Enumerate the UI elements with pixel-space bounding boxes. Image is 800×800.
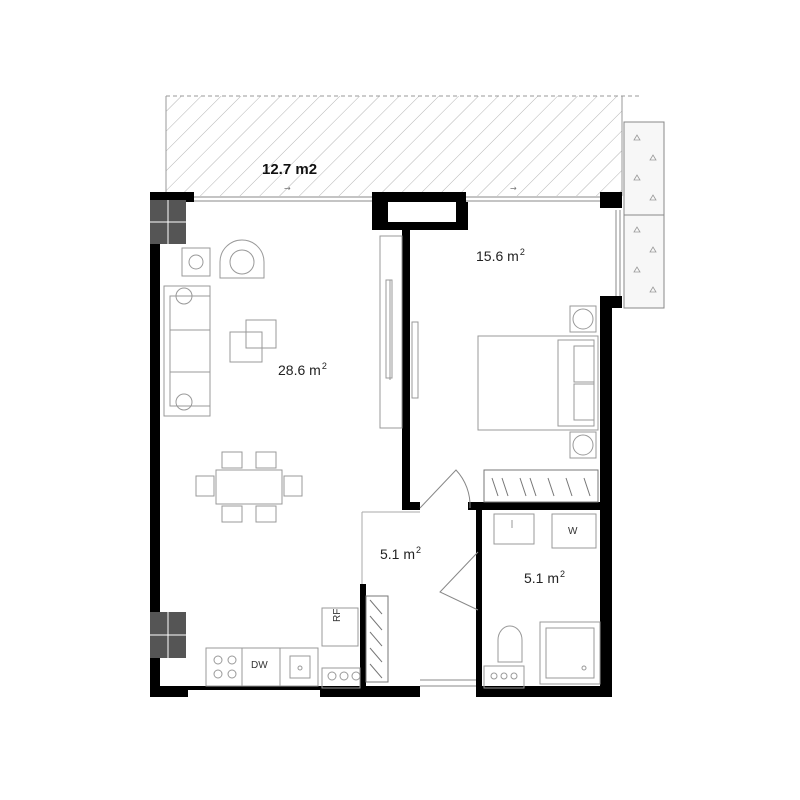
hall-area-unit-sup: 2	[416, 545, 422, 555]
hall-closet	[365, 595, 389, 683]
dining-set	[195, 451, 303, 523]
living-area-value: 28.6 m	[278, 362, 321, 378]
sofa	[163, 285, 211, 417]
bedroom-area-unit-sup: 2	[519, 247, 525, 257]
bedroom-area-value: 15.6 m	[476, 248, 519, 264]
washer-label: W	[568, 526, 578, 537]
bathroom-area-unit-sup: 2	[560, 569, 566, 579]
bed	[477, 305, 599, 459]
dishwasher-label: DW	[251, 660, 268, 671]
living-area-label: 28.6 m2	[278, 361, 327, 378]
walls	[150, 192, 622, 697]
doors	[419, 469, 479, 687]
coffee-table	[229, 319, 277, 363]
wardrobe-partition	[379, 235, 419, 429]
armchair	[181, 239, 265, 279]
kitchen-counter	[205, 607, 361, 689]
hall-outline	[361, 511, 420, 584]
balcony: → →	[165, 95, 640, 196]
bedroom-wardrobe	[483, 469, 599, 503]
bathroom-fixtures	[483, 513, 601, 689]
bathroom-area-label: 5.1 m2	[524, 569, 566, 586]
balcony-area-label: 12.7 m2	[262, 161, 317, 178]
planter-strip	[623, 121, 665, 309]
hall-area-label: 5.1 m2	[380, 545, 422, 562]
hall-area-value: 5.1 m	[380, 546, 416, 562]
windows	[194, 196, 621, 300]
bedroom-area-label: 15.6 m2	[476, 247, 525, 264]
column-marks	[150, 200, 186, 658]
bathroom-area-value: 5.1 m	[524, 570, 560, 586]
balcony-area-value: 12.7 m2	[262, 161, 318, 178]
living-area-unit-sup: 2	[321, 361, 327, 371]
refrigerator-label: RF	[332, 608, 343, 622]
svg-text:→: →	[510, 184, 517, 193]
svg-text:→: →	[284, 184, 291, 193]
